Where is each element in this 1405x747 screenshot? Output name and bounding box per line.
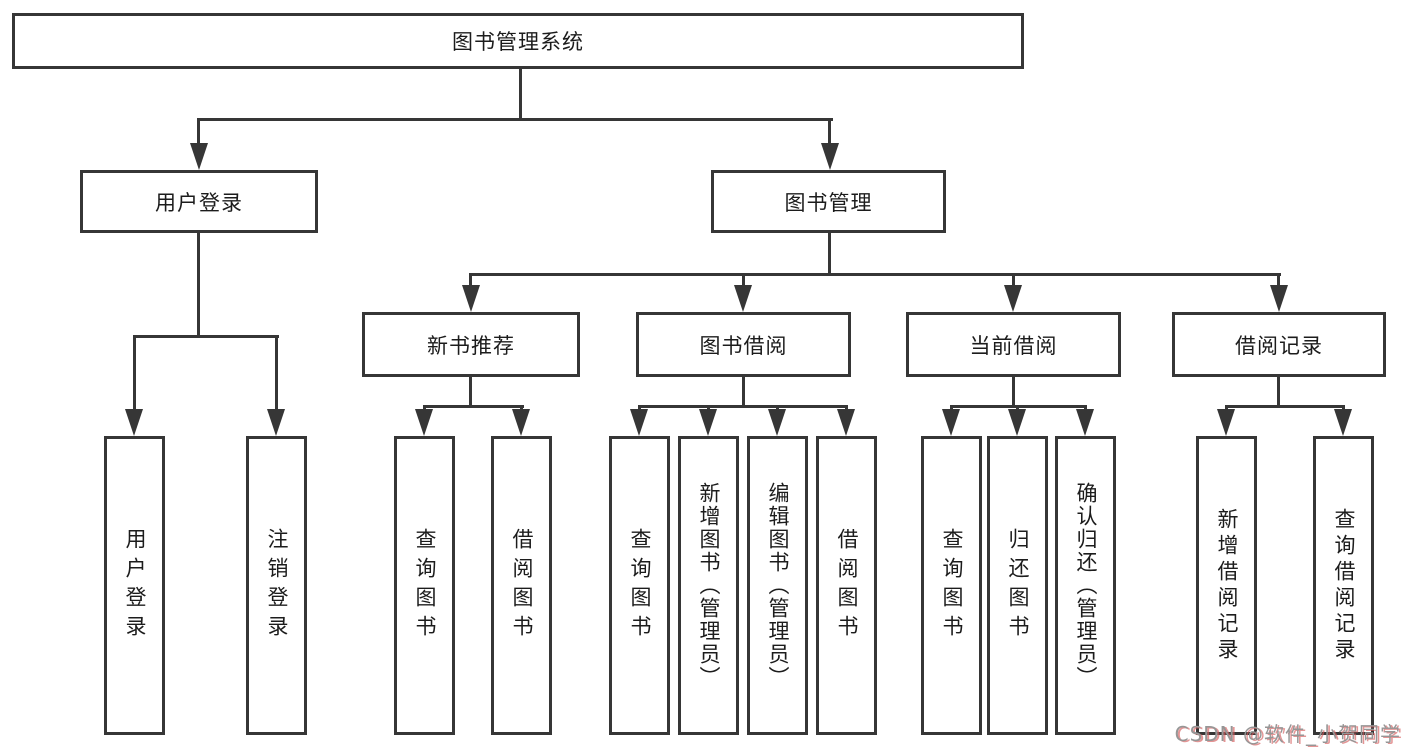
connector-newbook-stem (469, 377, 472, 408)
node-borrowing-records: 借阅记录 (1172, 312, 1386, 377)
connector-borrowrecord-stem (1277, 377, 1280, 408)
arrow-down-icon (267, 409, 285, 436)
arrow-down-icon (734, 285, 752, 312)
node-new-book-recommend: 新书推荐 (362, 312, 580, 377)
connector-l3-drop (1277, 273, 1280, 289)
connector-userlogin-split (133, 335, 279, 338)
arrow-down-icon (837, 409, 855, 436)
arrow-down-icon (1217, 409, 1235, 436)
leaf-borrow-books-borrow: 借阅图书 (816, 436, 877, 735)
connector-bookborrow-stem (742, 377, 745, 408)
connector-l3-drop (469, 273, 472, 289)
connector-root-split (198, 118, 833, 121)
arrow-down-icon (1334, 409, 1352, 436)
connector-newbook-split (423, 405, 524, 408)
connector-userlogin-stem (197, 233, 200, 338)
connector-bookmgmt-split (470, 273, 1281, 276)
leaf-query-borrow-record: 查询借阅记录 (1313, 436, 1374, 735)
node-system-root: 图书管理系统 (12, 13, 1024, 69)
connector-borrowrecord-split (1225, 405, 1345, 408)
connector-currentborrow-stem (1012, 377, 1015, 408)
node-user-login: 用户登录 (80, 170, 318, 233)
watermark: CSDN @软件_小贺同学 (1174, 722, 1401, 746)
arrow-down-icon (1004, 285, 1022, 312)
leaf-edit-books-admin: 编辑图书（管理员） (747, 436, 808, 735)
leaf-add-borrow-record: 新增借阅记录 (1196, 436, 1257, 735)
arrow-down-icon (942, 409, 960, 436)
connector-l3-drop (1012, 273, 1015, 289)
arrow-down-icon (768, 409, 786, 436)
leaf-user-login: 用户登录 (104, 436, 165, 735)
leaf-query-books-borrow: 查询图书 (609, 436, 670, 735)
node-book-borrowing: 图书借阅 (636, 312, 851, 377)
leaf-return-books: 归还图书 (987, 436, 1048, 735)
leaf-logout: 注销登录 (246, 436, 307, 735)
arrow-down-icon (190, 143, 208, 170)
leaf-query-books-newbook: 查询图书 (394, 436, 455, 735)
node-current-borrowing: 当前借阅 (906, 312, 1121, 377)
leaf-confirm-return-admin: 确认归还（管理员） (1055, 436, 1116, 735)
arrow-down-icon (699, 409, 717, 436)
arrow-down-icon (125, 409, 143, 436)
connector-l3-drop (742, 273, 745, 289)
node-book-management: 图书管理 (711, 170, 946, 233)
arrow-down-icon (630, 409, 648, 436)
connector-root-stem (519, 69, 522, 121)
arrow-down-icon (821, 143, 839, 170)
arrow-down-icon (1076, 409, 1094, 436)
arrow-down-icon (415, 409, 433, 436)
arrow-down-icon (1270, 285, 1288, 312)
arrow-down-icon (462, 285, 480, 312)
connector-bookmgmt-stem (828, 233, 831, 275)
leaf-borrow-books-newbook: 借阅图书 (491, 436, 552, 735)
connector-userlogin-drop (197, 118, 200, 146)
leaf-query-books-current: 查询图书 (921, 436, 982, 735)
connector-leaf-drop (275, 335, 278, 413)
arrow-down-icon (512, 409, 530, 436)
connector-leaf-drop (133, 335, 136, 413)
connector-bookmgmt-drop (828, 118, 831, 146)
arrow-down-icon (1008, 409, 1026, 436)
leaf-add-books-admin: 新增图书（管理员） (678, 436, 739, 735)
connector-bookborrow-split (638, 405, 848, 408)
